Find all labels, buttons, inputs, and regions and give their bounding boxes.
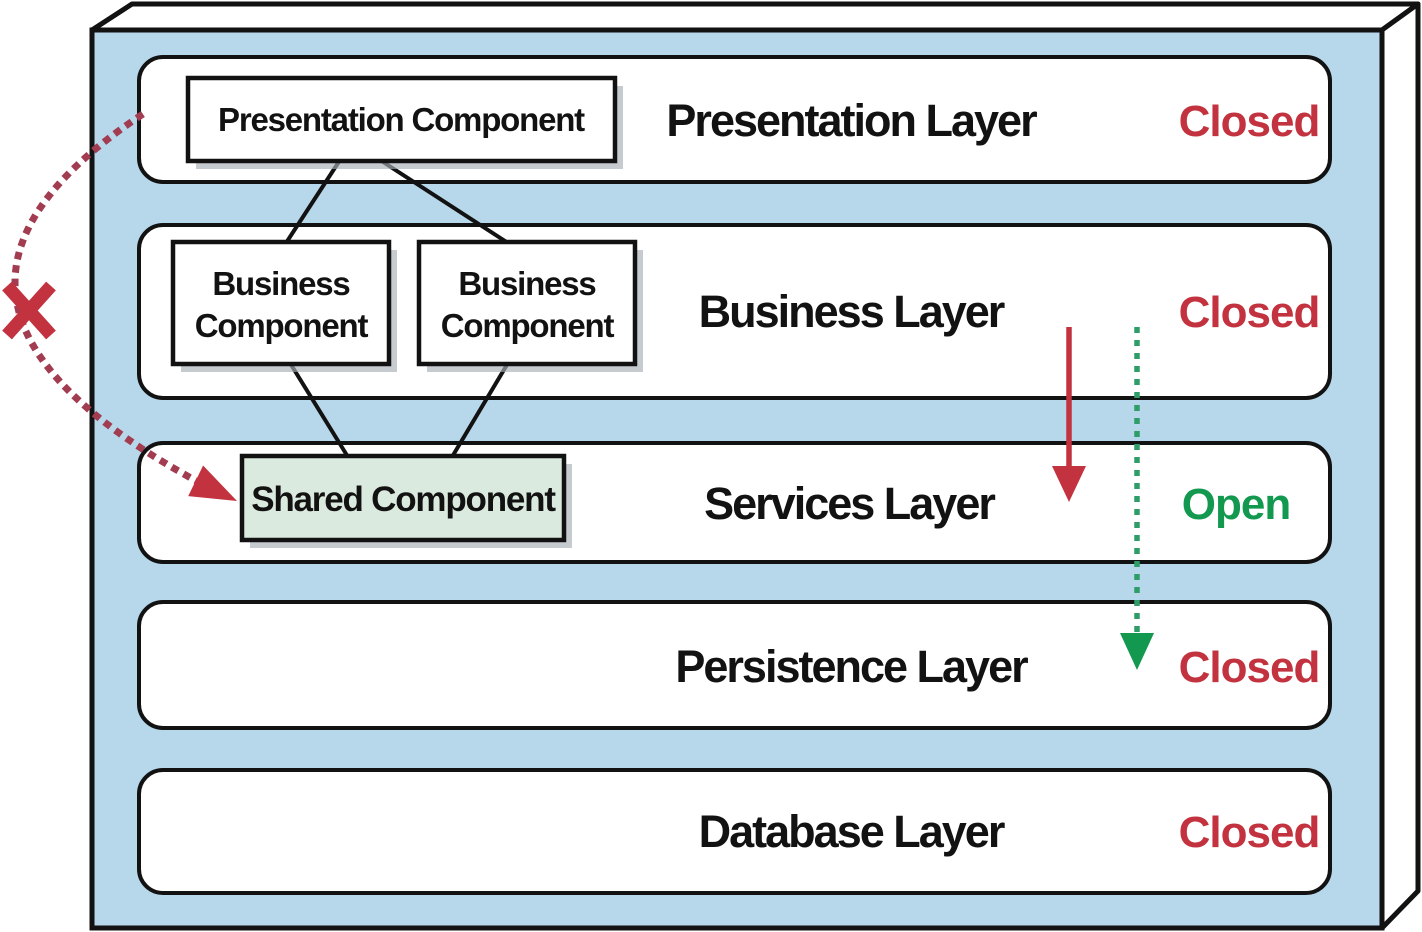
presentation-component-box xyxy=(185,75,618,164)
component-connectors xyxy=(284,158,510,459)
blocked-x-icon xyxy=(2,281,56,340)
dotted-green-flow-arrow-icon xyxy=(1120,327,1154,670)
shared-component-box xyxy=(239,453,567,543)
layer-persistence-title: Persistence Layer xyxy=(675,641,1028,692)
layer-persistence-status: Closed xyxy=(1179,643,1320,692)
layer-database-title: Database Layer xyxy=(699,806,1005,857)
dotted-violation-arrow-path xyxy=(11,111,238,505)
business-component-2-label-line2: Component xyxy=(441,307,615,344)
container-top-face xyxy=(89,1,1421,33)
layer-persistence xyxy=(137,600,1332,730)
layer-services-title: Services Layer xyxy=(704,478,995,529)
solid-red-flow-arrow-icon xyxy=(1052,327,1086,502)
layer-database xyxy=(137,768,1332,895)
layer-presentation-title: Presentation Layer xyxy=(666,95,1037,146)
layer-business-title: Business Layer xyxy=(699,286,1005,337)
container-right-face xyxy=(1379,1,1421,931)
layer-services-status: Open xyxy=(1182,480,1290,529)
shared-component-label: Shared Component xyxy=(251,480,556,519)
business-component-1-label-line1: Business xyxy=(212,265,349,302)
layer-persistence-box xyxy=(137,600,1332,730)
connector-presentation-business1 xyxy=(284,158,342,245)
business-component-2-label-line1: Business xyxy=(458,265,595,302)
layer-presentation-status: Closed xyxy=(1179,97,1320,146)
dotted-violation-arrow-head-icon xyxy=(188,465,237,501)
layer-business-status: Closed xyxy=(1179,288,1320,337)
business-component-1-label-line2: Component xyxy=(195,307,369,344)
connector-business2-shared xyxy=(450,361,510,459)
business-component-1-box xyxy=(170,239,392,367)
layer-database-box xyxy=(137,768,1332,895)
presentation-component-label: Presentation Component xyxy=(218,101,585,138)
connector-presentation-business2 xyxy=(378,158,510,245)
business-component-2-box xyxy=(416,239,638,367)
connector-business1-shared xyxy=(288,361,350,459)
layer-database-status: Closed xyxy=(1179,808,1320,857)
